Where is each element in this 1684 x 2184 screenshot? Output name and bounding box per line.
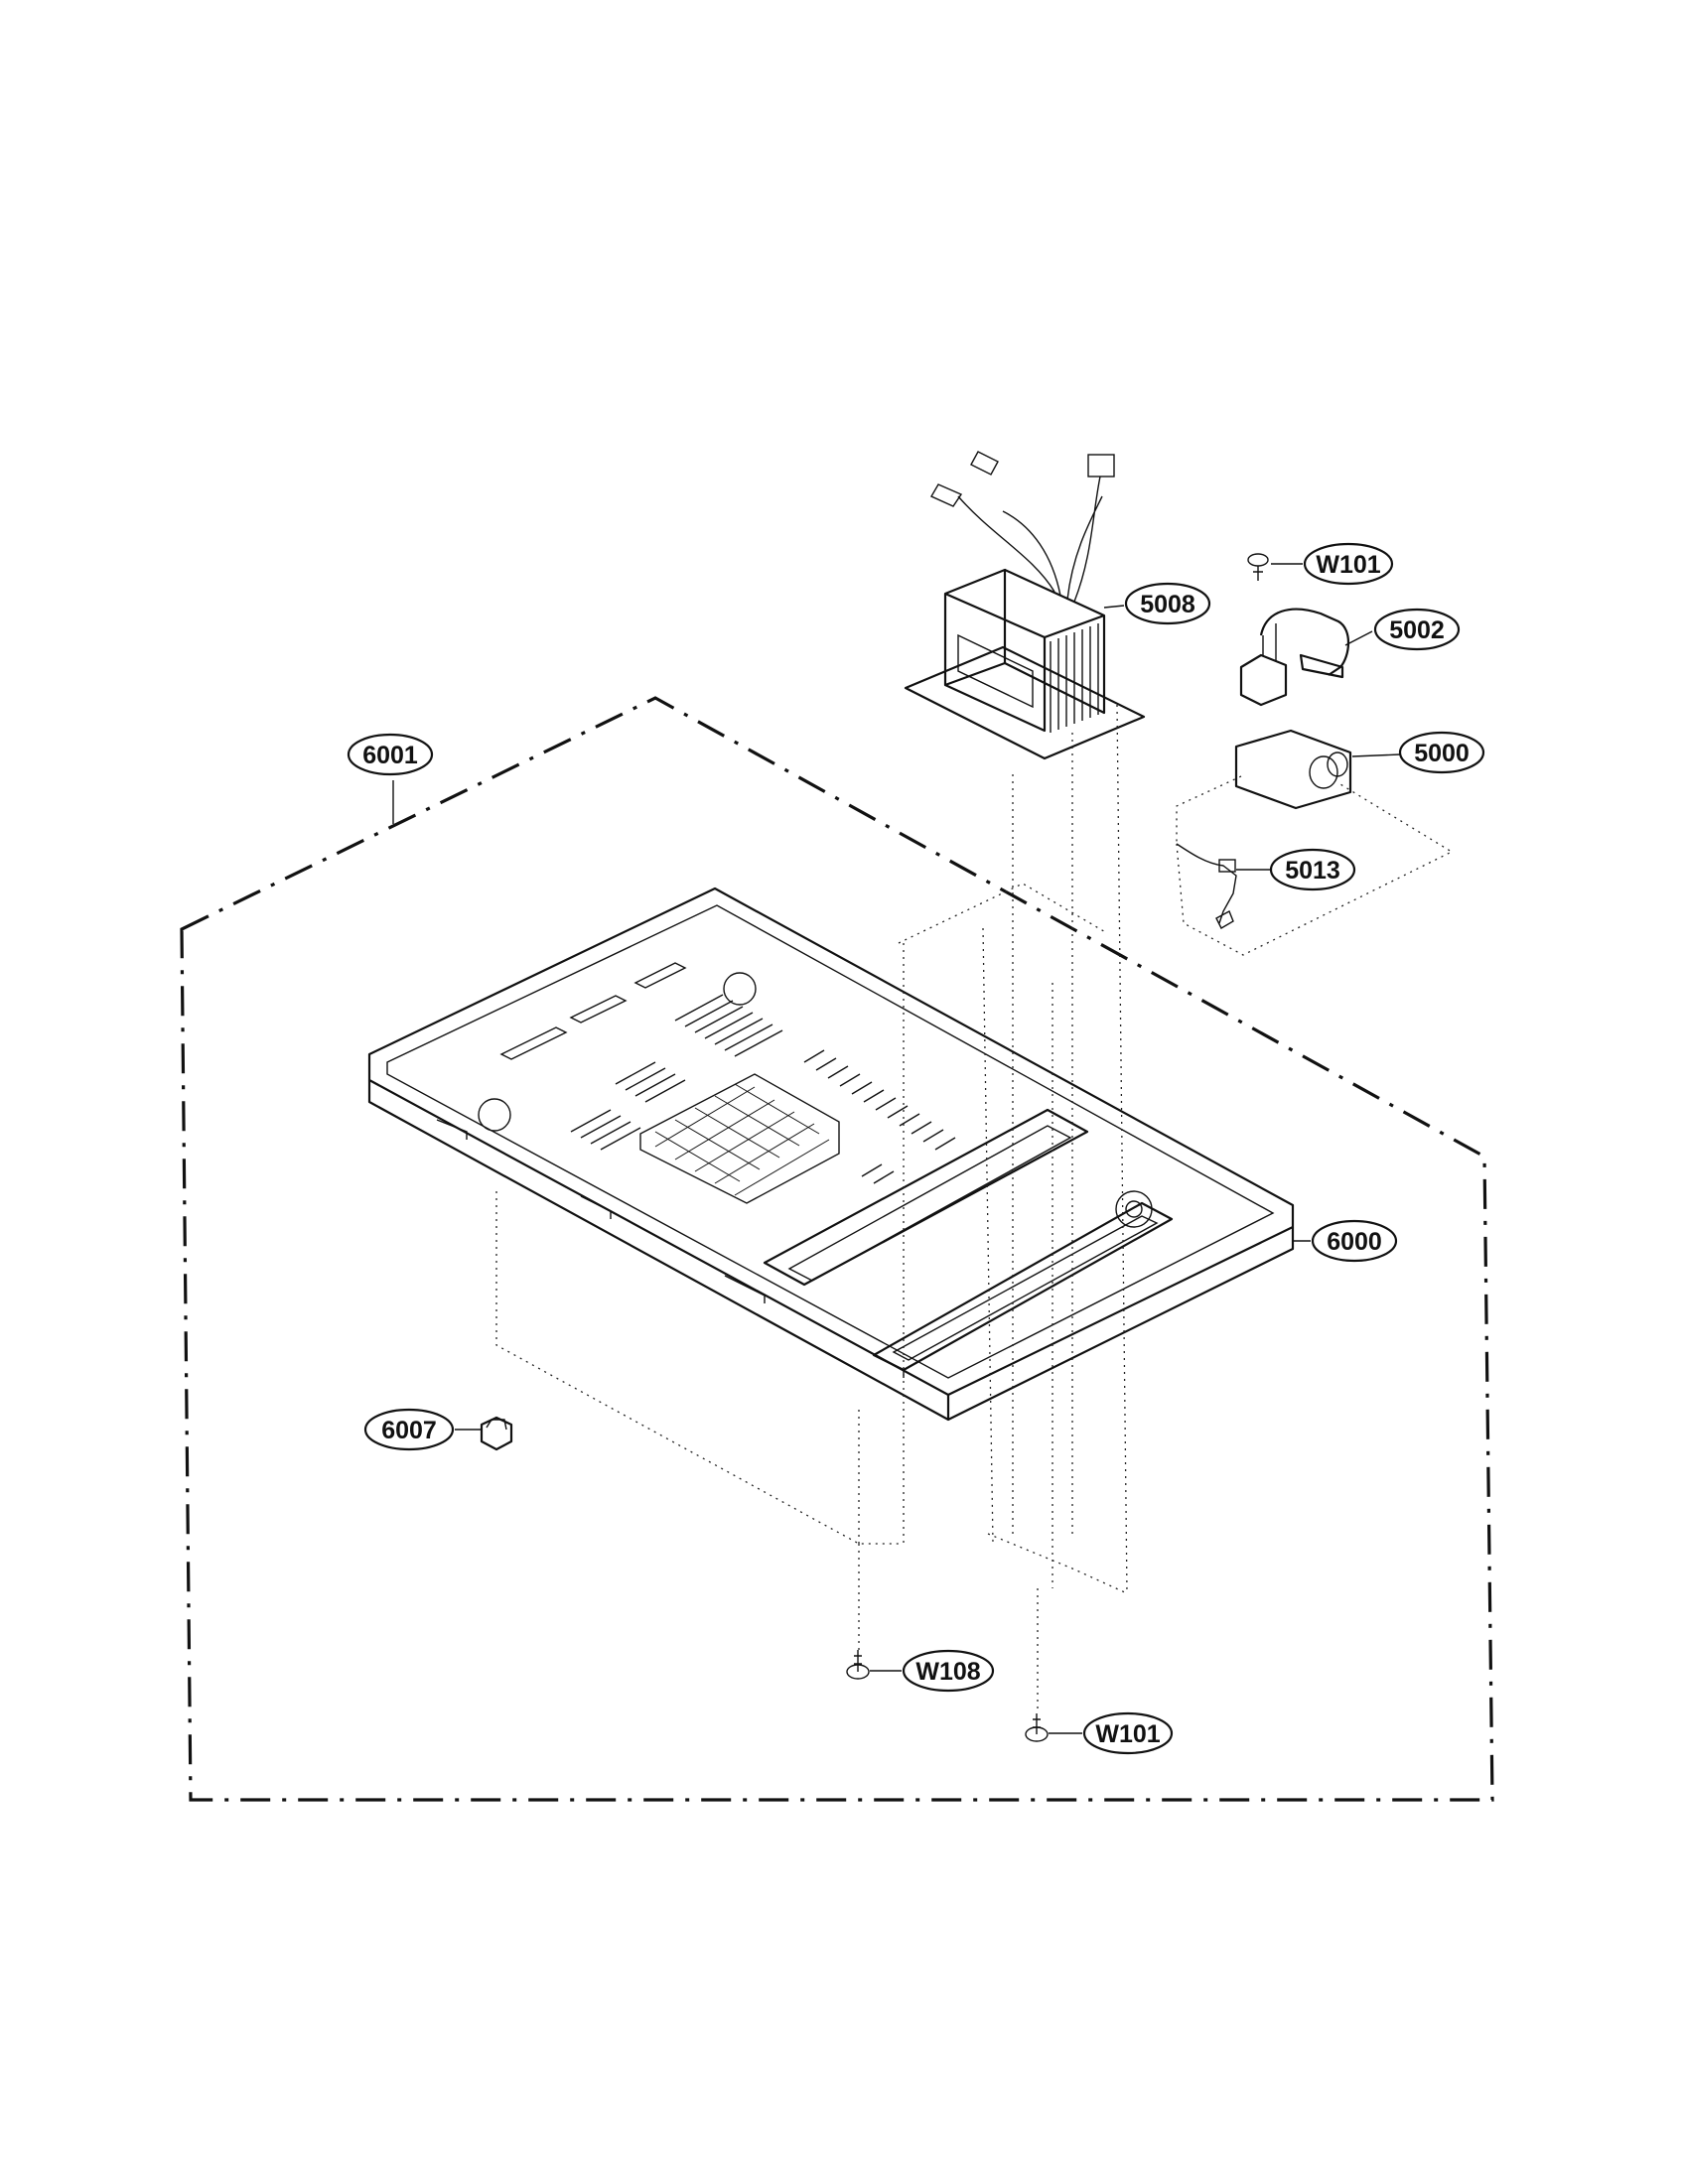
screw-bottom-icon[interactable] bbox=[1025, 1713, 1049, 1742]
assembly-boundary bbox=[180, 696, 1494, 1802]
callout-w101-bottom[interactable]: W101 bbox=[1082, 1711, 1174, 1755]
screw-w108-icon[interactable] bbox=[846, 1650, 870, 1680]
callout-w101-bottom-label: W101 bbox=[1095, 1720, 1160, 1748]
callout-5002[interactable]: 5002 bbox=[1373, 608, 1461, 651]
screw-top-icon[interactable] bbox=[1247, 553, 1269, 581]
projection-lines bbox=[495, 704, 1454, 1713]
callout-6000-label: 6000 bbox=[1327, 1228, 1382, 1256]
foot-icon[interactable] bbox=[480, 1416, 513, 1451]
callout-6001[interactable]: 6001 bbox=[347, 733, 434, 776]
callout-w108[interactable]: W108 bbox=[902, 1649, 995, 1693]
callout-5013-label: 5013 bbox=[1285, 857, 1340, 885]
callout-w101-top[interactable]: W101 bbox=[1303, 542, 1394, 586]
diode[interactable] bbox=[1176, 843, 1237, 929]
callout-5008[interactable]: 5008 bbox=[1124, 582, 1211, 625]
callout-w108-label: W108 bbox=[915, 1658, 980, 1686]
callout-5000-label: 5000 bbox=[1414, 740, 1470, 767]
callout-6001-label: 6001 bbox=[362, 742, 418, 769]
callout-5002-label: 5002 bbox=[1389, 616, 1445, 644]
base-plate[interactable] bbox=[367, 887, 1295, 1422]
callout-6007-label: 6007 bbox=[381, 1417, 437, 1444]
callout-6007[interactable]: 6007 bbox=[363, 1408, 455, 1451]
callout-5000[interactable]: 5000 bbox=[1398, 731, 1485, 774]
transformer[interactable] bbox=[904, 451, 1146, 760]
callout-5013[interactable]: 5013 bbox=[1269, 848, 1356, 891]
callout-6000[interactable]: 6000 bbox=[1311, 1219, 1398, 1263]
leader-lines bbox=[392, 563, 1401, 1734]
capacitor-bracket[interactable] bbox=[1239, 608, 1350, 707]
callout-5008-label: 5008 bbox=[1140, 591, 1195, 618]
callout-w101-top-label: W101 bbox=[1316, 551, 1380, 579]
capacitor[interactable] bbox=[1234, 729, 1352, 810]
